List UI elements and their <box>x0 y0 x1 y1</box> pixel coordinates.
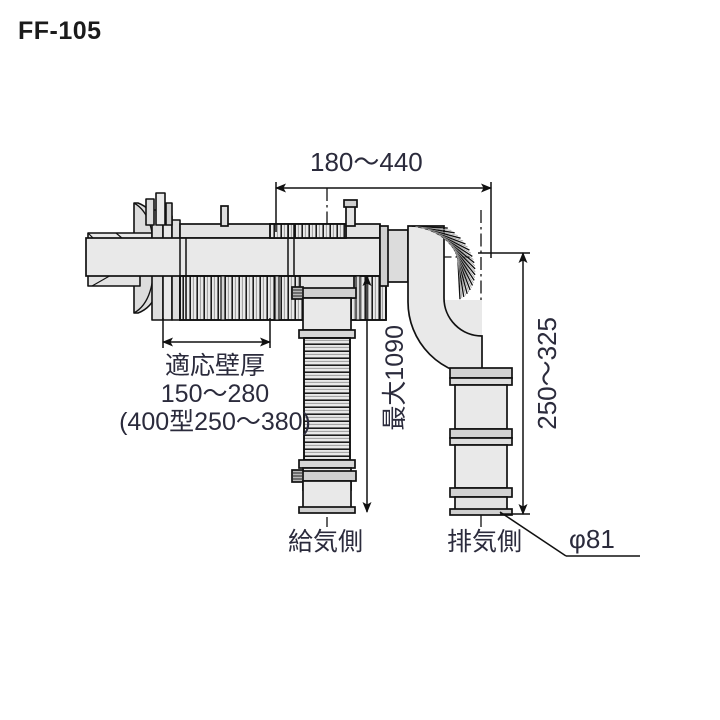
wall-thickness-variant: (400型250〜380) <box>119 408 311 436</box>
dimension-right-height <box>478 252 530 515</box>
wall-thickness-note: 適応壁厚 150〜280 (400型250〜380) <box>97 352 333 436</box>
wall-thickness-title: 適応壁厚 <box>164 352 265 380</box>
dimension-top-length <box>275 182 492 258</box>
exhaust-pipe-mouth <box>449 508 513 516</box>
internal-rods <box>220 275 361 321</box>
label-exhaust-side: 排気側 <box>447 528 523 556</box>
duct-end-collar <box>385 229 409 283</box>
top-riser-left <box>220 205 229 227</box>
dimension-label-top-length: 180〜440 <box>310 147 423 177</box>
rod-mid <box>274 275 280 321</box>
mount-bracket-b <box>155 192 166 226</box>
supply-clamp-upper-screw-teeth <box>293 289 302 297</box>
top-corrugation <box>269 223 347 239</box>
top-corrugation-frame <box>269 223 347 239</box>
rod-left <box>220 275 226 321</box>
exhaust-pipe-assembly <box>449 367 513 516</box>
dimension-wall-thickness <box>162 318 271 348</box>
leader-diagonal <box>499 511 567 557</box>
duct-end-collar-lip <box>379 225 389 287</box>
elbow-bend-assembly <box>407 225 483 377</box>
page-title: FF-105 <box>18 17 102 45</box>
exhaust-pipe-seg-1 <box>454 384 508 430</box>
supply-collar-upper <box>298 329 356 339</box>
top-riser-mid <box>345 205 356 227</box>
supply-clamp-lower <box>297 470 357 482</box>
exhaust-band-top <box>449 367 513 379</box>
exhaust-band-mid-2 <box>449 437 513 446</box>
mount-bracket-a <box>145 198 155 226</box>
outer-casing-main <box>85 237 381 277</box>
top-riser-mid-cap <box>343 199 358 208</box>
supply-collar-lower <box>298 459 356 469</box>
leader-diameter <box>499 511 640 557</box>
dimension-label-right-height: 250〜325 <box>532 317 562 430</box>
dimension-label-max-drop: 最大1090 <box>381 325 409 431</box>
elbow-pleats-shade <box>415 226 476 299</box>
supply-pipe-assembly <box>291 275 357 514</box>
dimension-label-diameter: φ81 <box>569 524 615 554</box>
supply-clamp-upper <box>297 287 357 299</box>
label-supply-side: 給気側 <box>288 528 364 556</box>
mount-bracket-c <box>165 202 173 226</box>
wall-thickness-range: 150〜280 <box>160 380 270 408</box>
supply-pipe-upper <box>302 297 352 331</box>
exhaust-band-mid <box>449 428 513 439</box>
exhaust-band-top-2 <box>449 377 513 386</box>
supply-clamp-lower-screw-teeth <box>293 472 302 480</box>
supply-pipe-mouth <box>298 506 356 514</box>
exhaust-pipe-seg-2 <box>454 444 508 489</box>
exhaust-band-bottom <box>449 487 513 498</box>
